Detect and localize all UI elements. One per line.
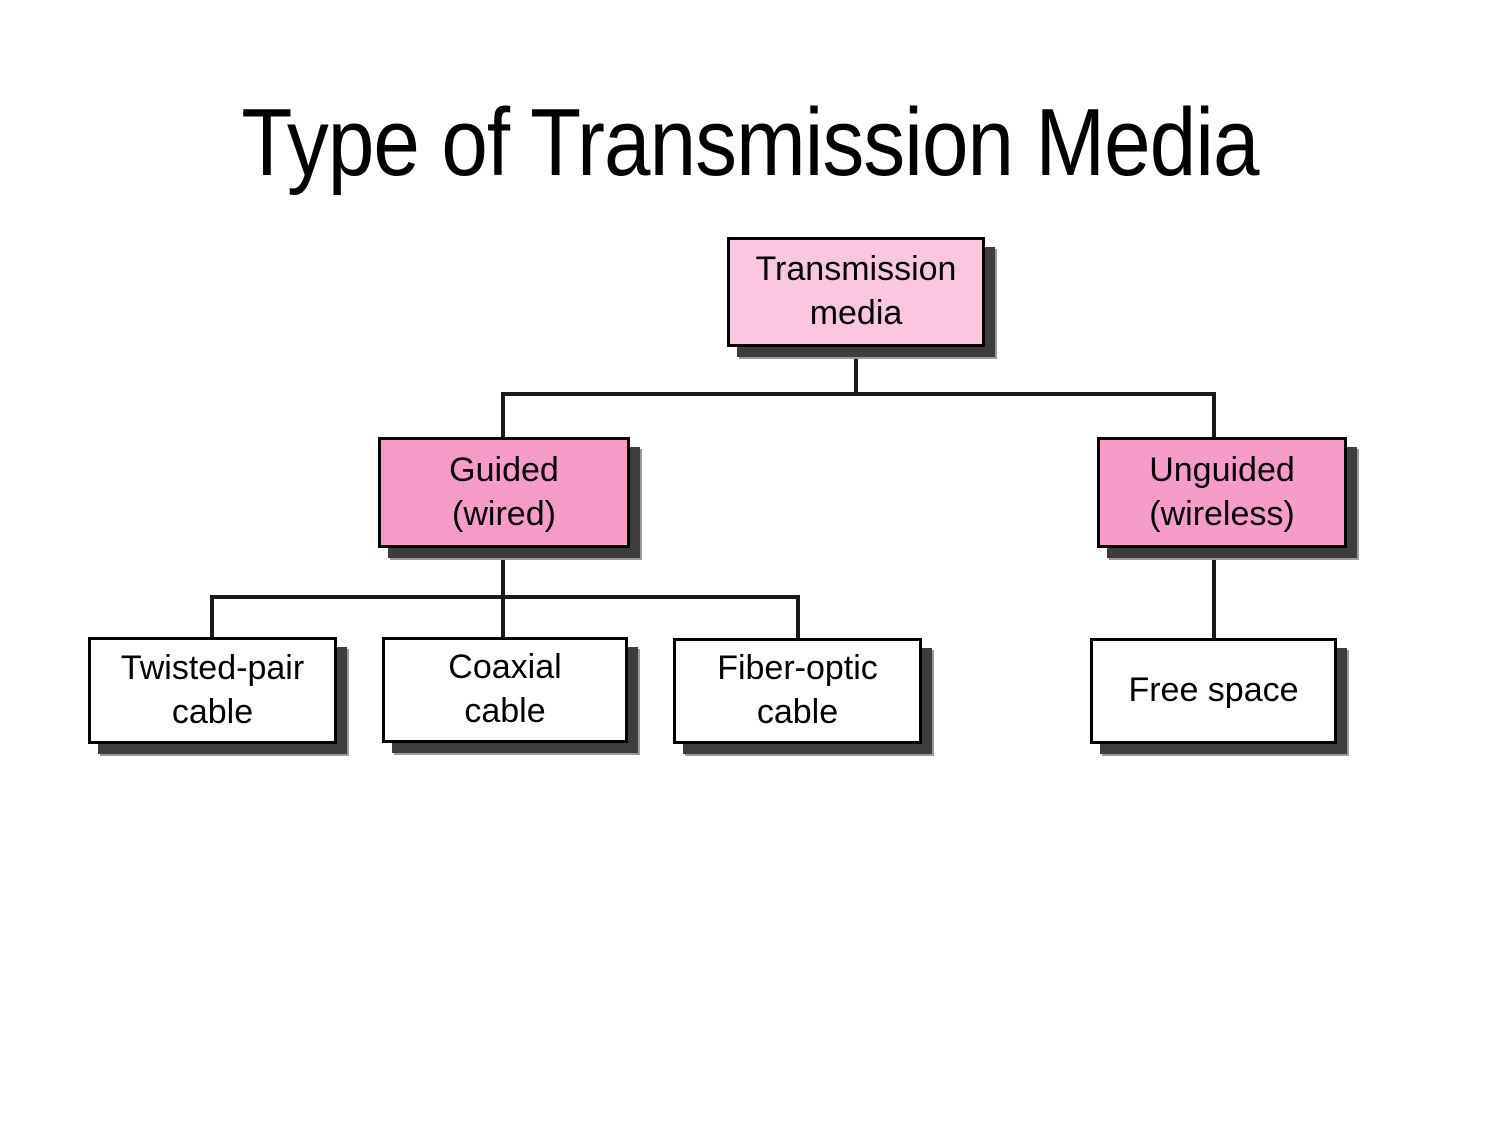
connector-root-down	[854, 347, 858, 394]
connector-to-guided	[501, 394, 505, 437]
node-unguided-wireless: Unguided (wireless)	[1097, 437, 1347, 548]
node-guided-wired: Guided (wired)	[378, 437, 630, 548]
node-coaxial-cable: Coaxial cable	[382, 637, 628, 743]
connector-to-coaxial	[501, 597, 505, 637]
connector-level1-horizontal	[501, 392, 1216, 396]
node-fiber-optic-cable: Fiber-optic cable	[673, 638, 922, 744]
connector-guided-down	[501, 548, 505, 597]
connector-to-free-space	[1212, 548, 1216, 638]
slide-title: Type of Transmission Media	[241, 89, 1259, 196]
connector-to-unguided	[1212, 394, 1216, 437]
node-twisted-pair-cable: Twisted-pair cable	[88, 637, 337, 744]
node-transmission-media: Transmission media	[727, 237, 985, 347]
connector-level2-horizontal	[210, 595, 800, 599]
connector-to-twisted-pair	[210, 597, 214, 637]
connector-to-fiber-optic	[796, 597, 800, 638]
node-free-space: Free space	[1090, 638, 1337, 744]
